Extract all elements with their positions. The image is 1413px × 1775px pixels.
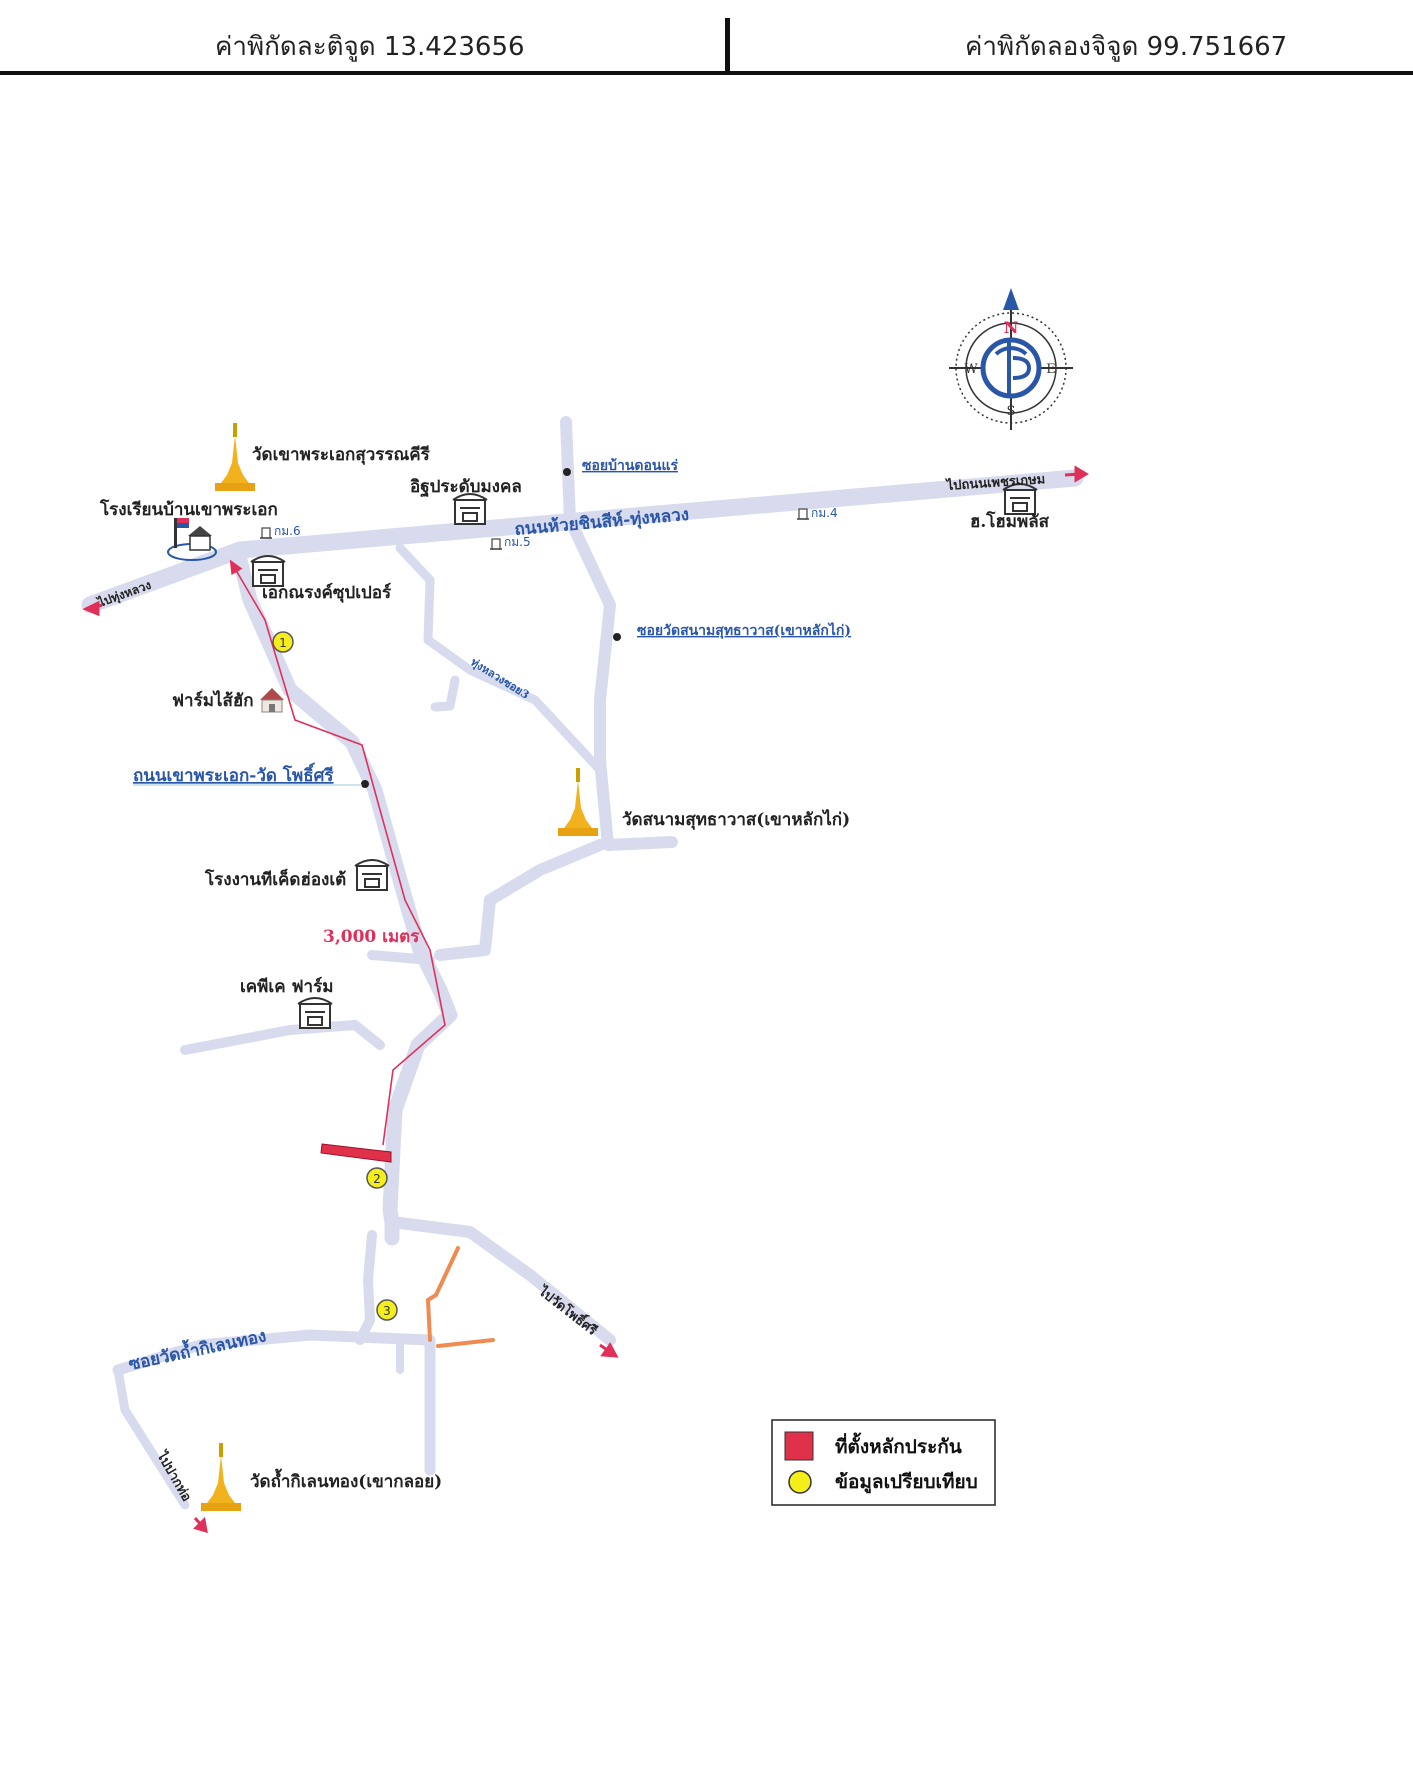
school-label: โรงเรียนบ้านเขาพระเอก [99,499,278,520]
khao-phra-ek-road-marker [361,780,369,788]
comparable-2-number: 2 [373,1172,381,1186]
soi-don-rae-road [560,416,678,851]
wat-tham-label: วัดถ้ำกิเลนทอง(เขากลอย) [250,1468,442,1492]
legend-collateral-label: ที่ตั้งหลักประกัน [835,1432,962,1458]
farm-saikai-label: ฟาร์มไส้ฮัก [172,690,254,711]
comparable-marker-3: 3 [376,1299,398,1321]
ekanarong-building-icon [250,555,286,587]
factory-label: โรงงานทีเค็ดฮ่องเต้ [204,867,346,890]
wat-sanam-label: วัดสนามสุทธาวาส(เขาหลักไก่) [622,809,850,830]
isu-building-icon [452,493,488,525]
kpk-farm-road [367,950,435,965]
home-plus-label: ฮ.โฮมพลัส [970,511,1050,532]
to-wat-pho-label: ไปวัดโพธิ์ศรี [534,1280,602,1339]
to-pak-tho-road [113,1365,190,1510]
thunglaung-soi3-road [395,543,605,775]
route-line [229,559,446,1146]
wat-khao-phra-ek-label: วัดเขาพระเอกสุวรรณคีรี [252,444,431,465]
map-legend: ที่ตั้งหลักประกัน ข้อมูลเปรียบเทียบ [771,1419,996,1506]
comparable-1-number: 1 [279,636,287,650]
wat-tham-icon [201,1443,241,1511]
legend-comparable-swatch [788,1470,812,1494]
kpk-farm-label: เคพีเค ฟาร์ม [240,976,333,997]
km6-milestone-icon [259,527,273,539]
comparable-marker-1: 1 [272,631,294,653]
main-road-label: ถนนห้วยชินสีห์-ทุ่งหลวง [514,504,690,540]
legend-collateral-swatch [784,1431,814,1461]
coordinate-header: ค่าพิกัดละติจูด 13.423656 ค่าพิกัดลองจิจ… [0,0,1413,78]
thunglaung-branch [430,675,460,712]
compass-n: N [1004,318,1019,337]
factory-building-icon [354,859,390,891]
to-thunglaung-label: ไปทุ่งหลวง [94,577,153,612]
soi-don-rae-marker [563,468,571,476]
school-icon [167,518,217,561]
thunglaung-soi3-label: ทุ่งหลวงซอย3 [468,656,532,703]
orange-roads [425,1246,495,1348]
soi-don-rae-label: ซอยบ้านดอนแร่ [582,458,679,474]
kpk-west-road [180,1020,385,1055]
soi-wat-sanam-label: ซอยวัดสนามสุทธาวาส(เขาหลักไก่) [637,621,851,639]
ekanarong-label: เอกณรงค์ซุปเปอร์ [262,582,392,603]
soi-wat-tham-label: ซอยวัดถ้ำกิเลนทอง [126,1322,268,1375]
longitude-label: ค่าพิกัดลองจิจูด 99.751667 [965,32,1288,62]
khao-phra-ek-road [230,544,458,1246]
farm-house-icon [260,688,284,713]
km5-milestone-icon [489,538,503,550]
comparable-marker-2: 2 [366,1167,388,1189]
kpk-building-icon [297,997,333,1029]
isu-label: อิฐประดับมงคล [410,477,522,498]
south-spur-left [355,1230,377,1345]
direction-arrows [82,465,1089,1534]
km5-label: กม.5 [504,535,531,549]
distance-label: 3,000 เมตร [323,927,420,947]
km4-milestone-icon [796,508,810,520]
collateral-marker [320,1143,392,1163]
wat-khao-phra-ek-icon [215,423,255,491]
soi-wat-tham-road [112,1329,436,1476]
latitude-label: ค่าพิกัดละติจูด 13.423656 [215,32,525,62]
soi-wat-sanam-marker [613,633,621,641]
header-rule [0,71,1413,75]
compass-e: E [1046,362,1056,377]
km4-label: กม.4 [811,506,838,520]
khao-phra-ek-road-label: ถนนเขาพระเอก-วัด โพธิ์ศรี [133,762,334,786]
header-divider [725,18,730,74]
compass-rose-icon: N S E W [949,288,1073,430]
compass-s: S [1007,404,1016,419]
wat-sanam-icon [558,768,598,836]
legend-comparable-label: ข้อมูลเปรียบเทียบ [835,1471,978,1494]
road-network [81,416,1084,1510]
comparable-3-number: 3 [383,1304,391,1318]
wat-sanam-road [434,839,606,961]
km6-label: กม.6 [274,524,301,538]
south-junction-road [386,1216,616,1346]
compass-w: W [964,362,978,377]
